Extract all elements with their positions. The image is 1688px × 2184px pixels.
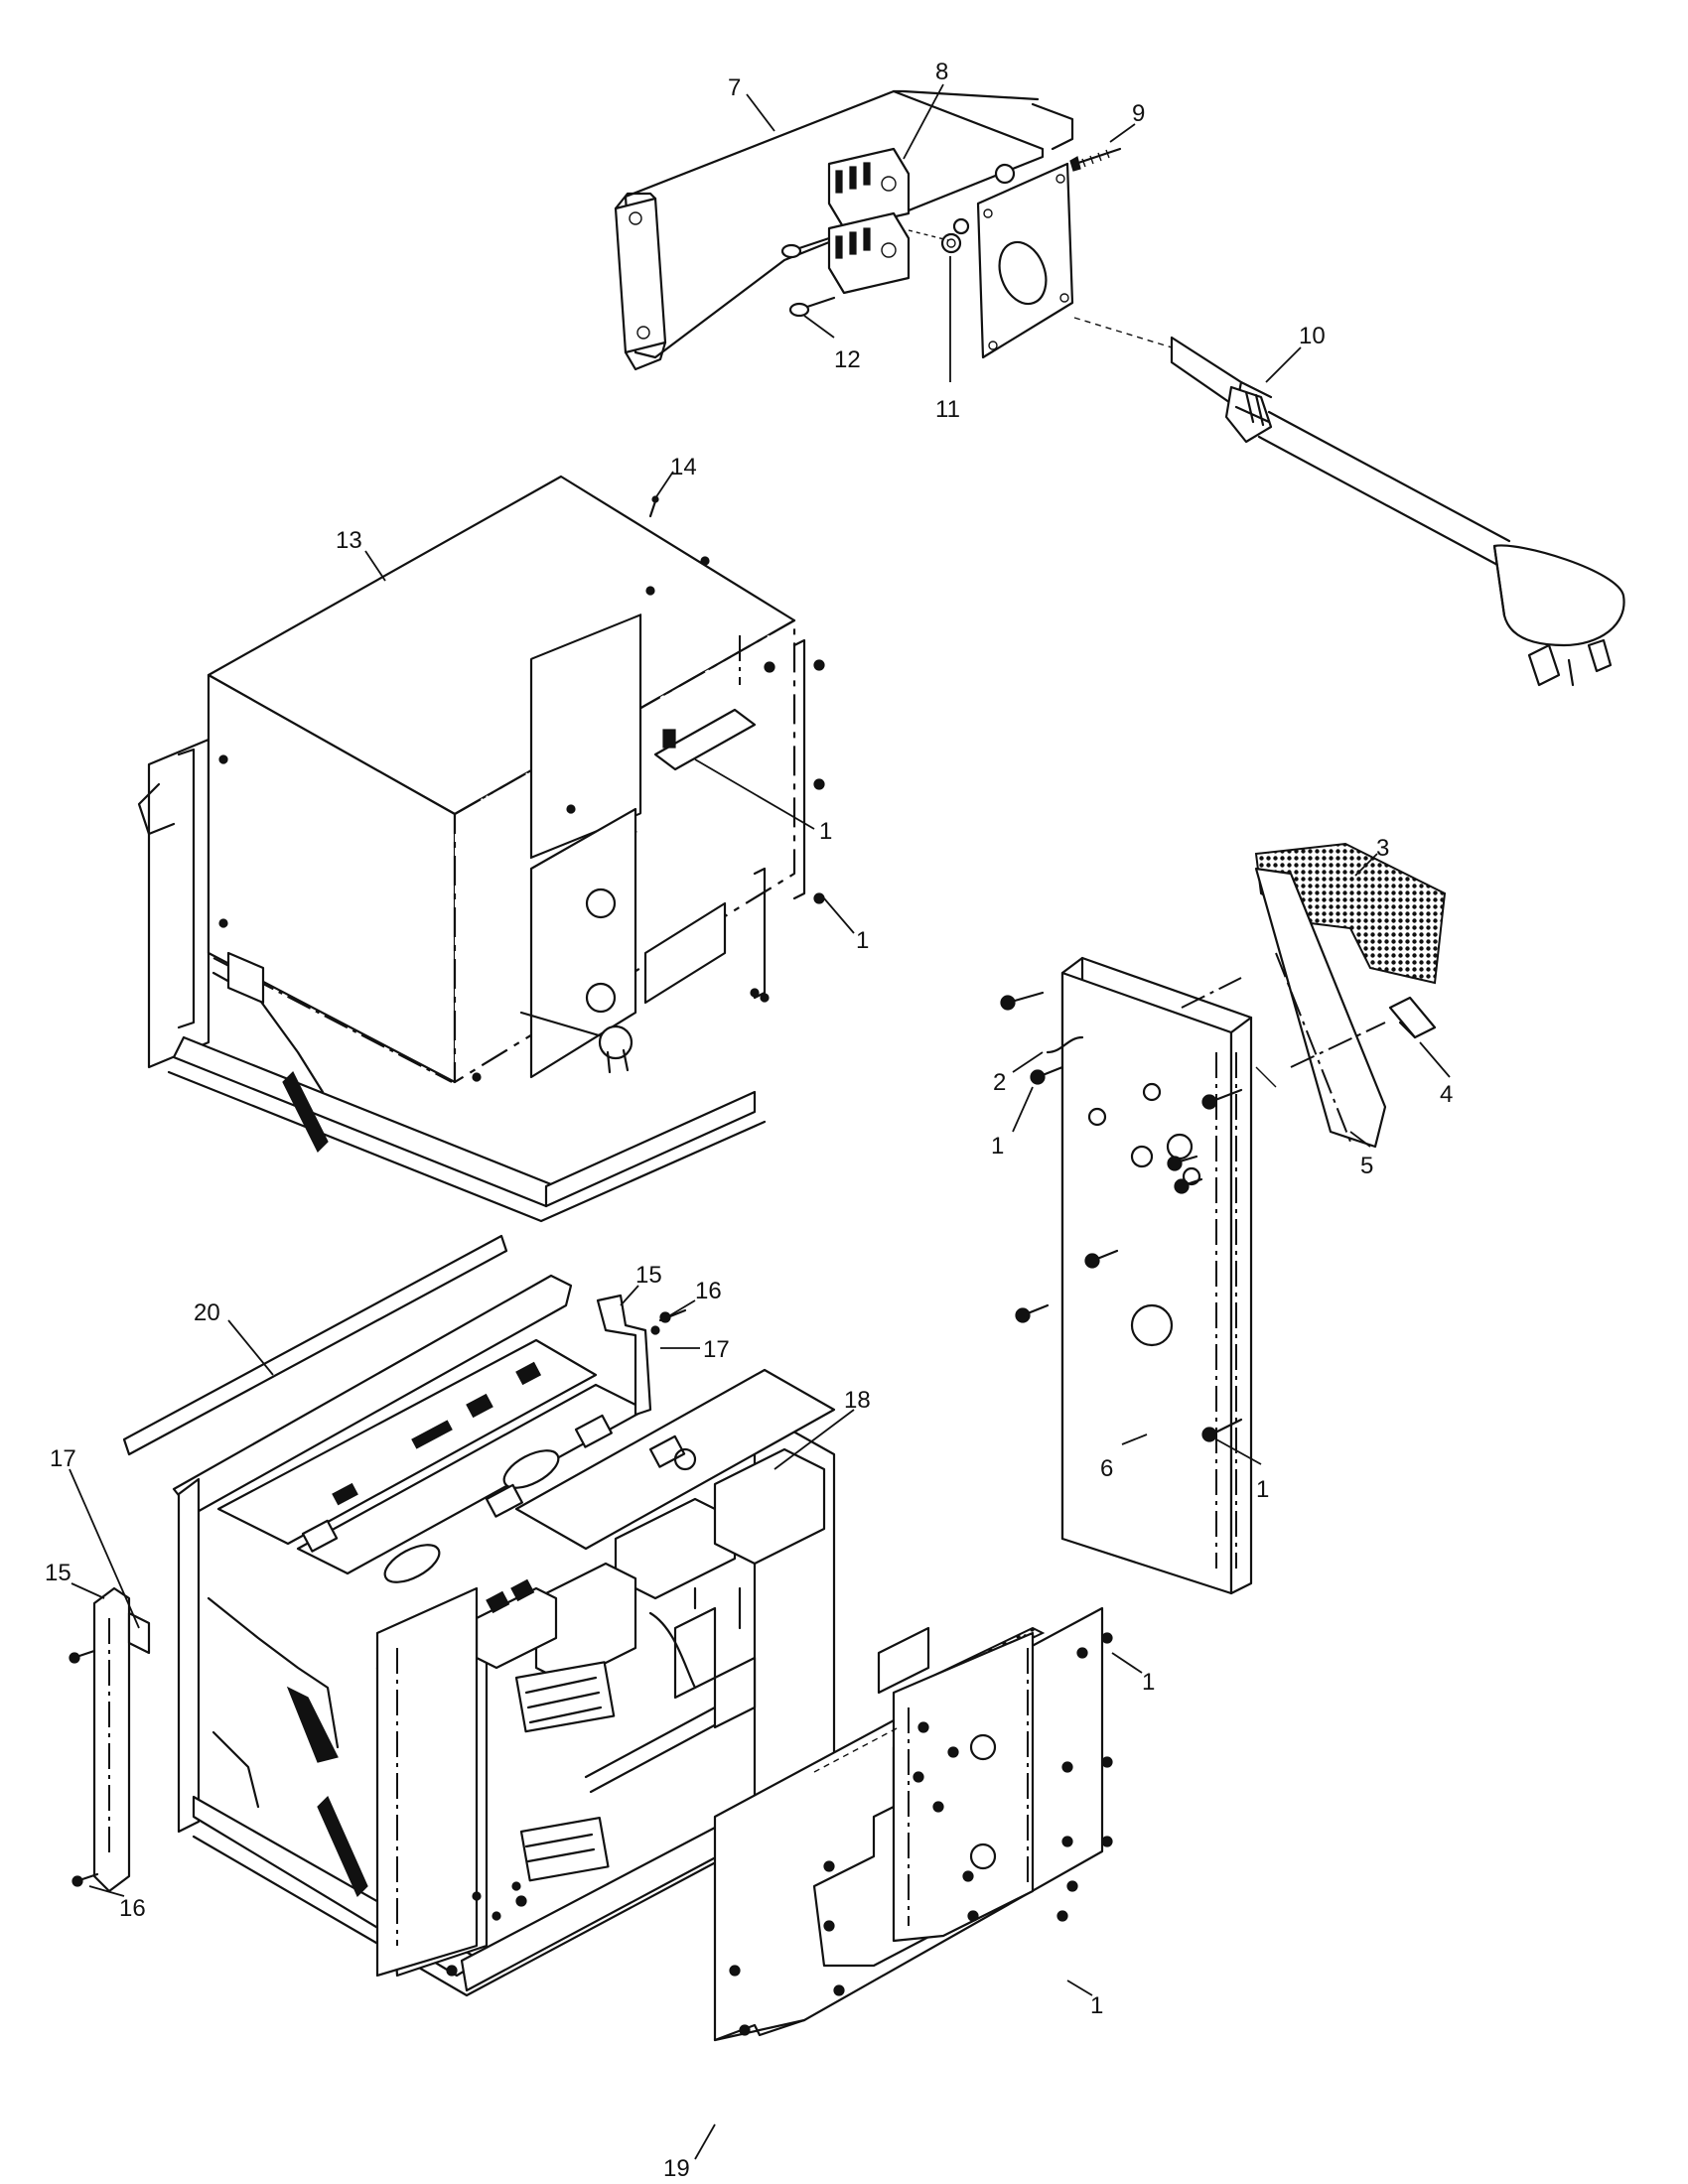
- terminal-bracket-assembly: [614, 89, 1122, 371]
- screw-12b: [788, 296, 836, 318]
- callout-2: 2: [993, 1069, 1006, 1096]
- callout-1f: 1: [1090, 1992, 1103, 2019]
- callout-15-upper: 15: [635, 1262, 662, 1289]
- right-side-panel-assembly: [1000, 842, 1447, 1595]
- chassis-screws: [446, 1881, 527, 1977]
- panel-19-screws: [729, 1632, 1113, 2036]
- callout-17-left: 17: [50, 1445, 76, 1472]
- callout-8: 8: [935, 59, 948, 85]
- callout-5: 5: [1360, 1153, 1373, 1179]
- callout-1c: 1: [991, 1133, 1004, 1160]
- oven-unit-upper: [137, 475, 825, 1223]
- callout-labels: 7 8 9 10 11 12 13 14 1 1 3 2 4 1 5 6 1 1…: [45, 59, 1453, 2182]
- terminal-block-upper: [827, 147, 911, 230]
- callout-20: 20: [194, 1299, 220, 1326]
- callout-11: 11: [935, 396, 960, 423]
- screw-12a: [780, 236, 831, 259]
- callout-14: 14: [670, 454, 697, 480]
- callout-1e: 1: [1142, 1669, 1155, 1696]
- callout-19: 19: [663, 2155, 690, 2182]
- callout-17-upper: 17: [703, 1336, 730, 1363]
- callout-16-left: 16: [119, 1895, 146, 1922]
- callout-9: 9: [1132, 100, 1145, 127]
- panel-screws: [1000, 991, 1243, 1442]
- callout-6: 6: [1100, 1455, 1113, 1482]
- callout-7: 7: [728, 74, 741, 101]
- callout-12: 12: [834, 346, 861, 373]
- callout-10: 10: [1299, 323, 1326, 349]
- callout-1a: 1: [819, 818, 832, 845]
- callout-18: 18: [844, 1387, 871, 1414]
- oven-chassis-lower: [69, 1234, 836, 1997]
- callout-4: 4: [1440, 1081, 1453, 1108]
- screw-9: [1069, 147, 1122, 172]
- cover-screws-upper: [218, 556, 825, 1082]
- side-panel-19: [713, 1606, 1113, 2042]
- callout-1b: 1: [856, 927, 869, 954]
- power-cord: [1073, 317, 1625, 687]
- callout-13: 13: [336, 527, 362, 554]
- callout-16-upper: 16: [695, 1278, 722, 1304]
- washer-11: [940, 217, 970, 254]
- callout-3: 3: [1376, 835, 1389, 862]
- terminal-block-lower: [827, 211, 911, 295]
- callout-15-left: 15: [45, 1560, 71, 1586]
- callout-1d: 1: [1256, 1476, 1269, 1503]
